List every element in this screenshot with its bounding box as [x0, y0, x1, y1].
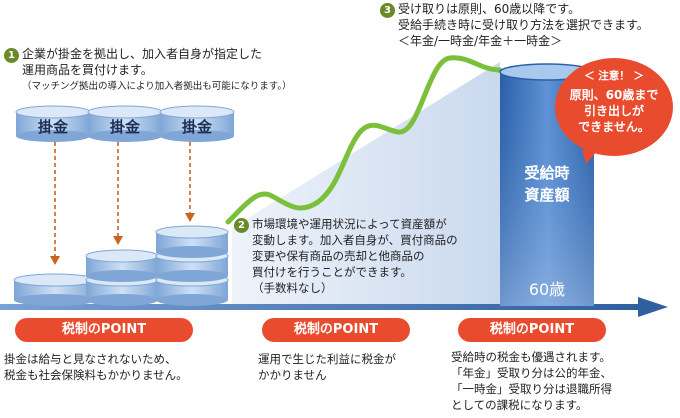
- coin-stack-3: [155, 225, 229, 306]
- tax-point-3-line-3: 「一時金」受取り分は退職所得: [451, 382, 612, 396]
- tax-point-1-label: 税制のPOINT: [15, 318, 193, 342]
- contribution-label-3: 掛金: [181, 118, 212, 136]
- growth-area: [232, 62, 500, 306]
- tax-point-3-line-1: 受給時の税金も優遇されます。: [451, 350, 611, 364]
- contribution-coins: [15, 105, 235, 142]
- tax-point-1-line-1: 掛金は給与と見なされないため、: [4, 352, 177, 366]
- timeline-bar: [0, 304, 640, 310]
- tax-point-3-line-4: としての課税になります。: [451, 398, 588, 412]
- caution-line-2: 引き出しが: [583, 104, 644, 118]
- asset-curve: [225, 55, 503, 225]
- step-2-line-5: （手数料なし）: [252, 281, 333, 295]
- tax-point-1-line-2: 税金も社会保険料もかかりません。: [4, 368, 188, 382]
- step-1-line-2: 運用商品を買付けます。: [22, 63, 153, 77]
- step-2-number: 2: [234, 218, 249, 233]
- step-2-line-4: 買付けを行うことができます。: [252, 265, 412, 279]
- column-label-line-2: 資産額: [524, 186, 570, 204]
- step-1-note: （マッチング拠出の導入により加入者拠出も可能になります。）: [22, 81, 292, 92]
- step-1-line-1: 企業が掛金を拠出し、加入者自身が指定した: [22, 47, 263, 61]
- age-label: 60歳: [528, 280, 566, 299]
- caution-line-3: できません。: [578, 120, 650, 134]
- tax-point-3-line-2: 「年金」受取り分は公的年金、: [451, 366, 612, 380]
- caution-line-1: 原則、60歳まで: [569, 88, 659, 102]
- step-1-number: 1: [4, 48, 19, 63]
- caution-bubble: ＜ 注意！ ＞ 原則、60歳まで 引き出しが できません。: [555, 58, 673, 156]
- caution-bubble-tail: [582, 150, 598, 164]
- contribution-label-2: 掛金: [109, 118, 140, 136]
- step-3-number: 3: [380, 3, 395, 18]
- coin-stack-1: [13, 273, 97, 306]
- coin-stacks: [13, 225, 229, 306]
- timeline-arrow-head: [638, 297, 668, 317]
- contribution-arrow-heads: [50, 213, 195, 265]
- step-2-line-2: 変動します。加入者自身が、買付商品の: [252, 233, 458, 247]
- contribution-label-1: 掛金: [37, 118, 68, 136]
- tax-point-3-label: 税制のPOINT: [458, 318, 606, 342]
- contribution-arrows: [54, 142, 191, 258]
- step-3-line-1: 受け取りは原則、60歳以降です。: [398, 2, 581, 16]
- step-2-line-3: 変更や保有商品の売却と他商品の: [252, 249, 425, 263]
- step-3-line-2: 受給手続き時に受け取り方法を選択できます。: [398, 18, 649, 32]
- tax-point-2-line-2: かかりません: [258, 368, 327, 382]
- step-3-line-3: ＜年金/一時金/年金＋一時金＞: [398, 34, 563, 48]
- tax-point-2-line-1: 運用で生じた利益に税金が: [258, 352, 396, 366]
- column-label-line-1: 受給時: [524, 164, 570, 182]
- caution-title: ＜ 注意！ ＞: [584, 70, 644, 82]
- tax-point-2-label: 税制のPOINT: [262, 318, 410, 342]
- step-2-line-1: 市場環境や運用状況によって資産額が: [252, 217, 447, 231]
- coin-stack-2: [85, 249, 159, 306]
